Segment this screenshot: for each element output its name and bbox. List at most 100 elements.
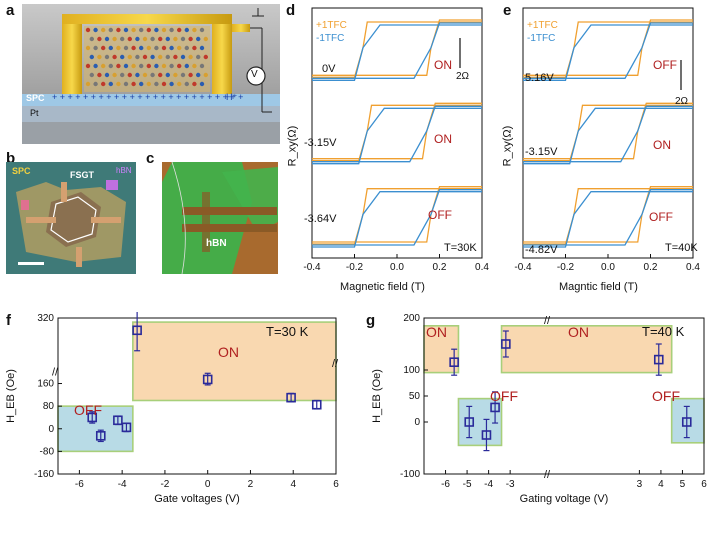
x-tick-label: -6 — [75, 479, 84, 490]
hysteresis-branch — [523, 24, 693, 81]
y-tick-label: -80 — [40, 446, 55, 457]
voltmeter-label: V — [251, 69, 258, 80]
y-tick-label: 0 — [414, 417, 420, 428]
y-axis-label: R_xy(Ω) — [501, 125, 514, 167]
x-tick-label: 0.4 — [686, 262, 700, 273]
lattice-atom — [123, 27, 129, 33]
hbn-micrograph: hBN — [162, 162, 278, 274]
lattice-atom — [89, 72, 95, 78]
lattice-atom — [203, 36, 208, 42]
data-point — [286, 392, 296, 403]
lattice-atom — [154, 81, 159, 87]
x-tick-label: -2 — [160, 479, 169, 490]
hysteresis-branch — [312, 189, 482, 246]
lattice-atom — [142, 36, 148, 42]
panel-label-f: f — [6, 312, 11, 329]
lattice-atom — [112, 72, 117, 78]
x-tick-label: -5 — [463, 479, 472, 490]
lattice-atom — [173, 54, 178, 60]
lattice-atom — [158, 54, 163, 60]
hysteresis-branch — [312, 191, 482, 248]
lattice-atom — [192, 45, 197, 51]
state-band — [500, 325, 673, 374]
lattice-atom — [116, 81, 121, 87]
temperature-label: T=40K — [665, 242, 698, 254]
lattice-atom — [123, 81, 129, 87]
lattice-atom — [177, 45, 182, 51]
data-point — [311, 399, 322, 410]
lattice-atom — [142, 72, 148, 78]
lattice-atom — [146, 27, 151, 33]
voltage-label: -3.15V — [525, 146, 558, 158]
lattice-atom — [165, 36, 170, 42]
lattice-atom — [180, 36, 186, 42]
state-label: OFF — [490, 388, 518, 404]
panel-label-a: a — [6, 2, 15, 19]
data-point — [481, 430, 492, 440]
lattice-atom — [112, 36, 117, 42]
voltage-label: 0V — [322, 63, 336, 75]
legend-plus: +1TFC — [316, 20, 347, 31]
x-tick-label: 6 — [333, 479, 339, 490]
lattice-atom — [108, 63, 114, 69]
fsgt-label: FSGT — [70, 170, 94, 180]
data-point — [95, 431, 106, 441]
y-tick-label: 320 — [37, 313, 54, 324]
crystal-lattice — [85, 27, 208, 87]
lattice-atom — [97, 54, 102, 60]
state-label: ON — [568, 324, 589, 340]
hysteresis-branch — [312, 107, 482, 165]
lattice-atom — [196, 36, 201, 42]
lattice-atom — [85, 81, 91, 87]
lattice-atom — [127, 72, 132, 78]
hysteresis-branch — [312, 104, 482, 162]
lattice-atom — [146, 45, 151, 51]
lattice-atom — [108, 45, 114, 51]
hysteresis-branch — [523, 22, 693, 79]
lattice-atom — [199, 27, 205, 33]
y-tick-label: 200 — [403, 313, 420, 324]
lattice-atom — [188, 36, 193, 42]
hysteresis-branch — [523, 189, 693, 246]
lattice-atom — [120, 72, 125, 78]
y-axis-label: H_EB (Oe) — [5, 369, 17, 423]
lattice-atom — [180, 54, 186, 60]
voltage-label: -3.64V — [304, 213, 337, 225]
legend-minus: -1TFC — [527, 33, 556, 44]
state-label: OFF — [652, 388, 680, 404]
axis-break: // — [544, 469, 551, 481]
scale-label: 2Ω — [675, 96, 689, 107]
state-off-label: OFF — [74, 402, 102, 418]
lattice-atom — [173, 36, 178, 42]
panel-label-e: e — [503, 2, 512, 19]
panel-label-c: c — [146, 150, 155, 167]
lattice-atom — [123, 63, 129, 69]
lattice-atom — [169, 81, 174, 87]
lattice-atom — [104, 72, 110, 78]
x-tick-label: 0.0 — [601, 262, 615, 273]
data-point — [501, 339, 511, 349]
lattice-atom — [93, 81, 98, 87]
x-tick-label: 6 — [701, 479, 707, 490]
hysteresis-branch — [523, 105, 693, 163]
device-micrograph: SPC FSGT hBN — [6, 162, 136, 274]
x-tick-label: 5 — [680, 479, 686, 490]
lattice-atom — [158, 72, 163, 78]
x-tick-label: -0.2 — [557, 262, 575, 273]
device-schematic: V SPC + + + + + + + + + + + + + + + + + … — [22, 4, 280, 144]
lattice-atom — [85, 45, 91, 51]
y-axis-label: R_xy(Ω) — [286, 125, 299, 167]
temperature-label: T=30 K — [266, 324, 309, 339]
lattice-atom — [158, 36, 163, 42]
state-band — [457, 397, 503, 447]
lattice-atom — [93, 27, 98, 33]
x-tick-label: 0.0 — [390, 262, 404, 273]
y-tick-label: 80 — [43, 401, 55, 412]
lattice-atom — [93, 63, 98, 69]
lattice-atom — [89, 36, 95, 42]
axis-break: // — [332, 358, 339, 370]
